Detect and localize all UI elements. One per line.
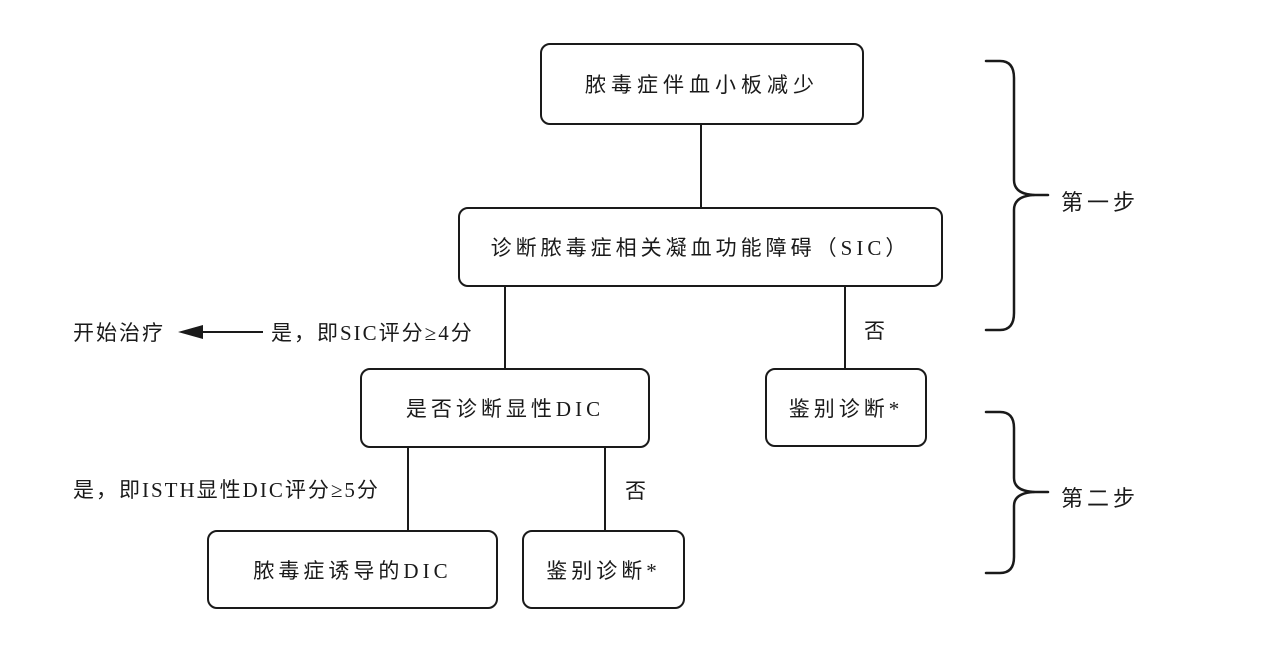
- node-sepsis-induced-dic: 脓毒症诱导的DIC: [207, 530, 498, 609]
- isth-yes-label: 是，即ISTH显性DIC评分≥5分: [73, 478, 380, 502]
- sic-no-label: 否: [864, 319, 887, 343]
- sic-yes-label: 是，即SIC评分≥4分: [271, 321, 474, 345]
- node-sepsis-thrombocytopenia: 脓毒症伴血小板减少: [540, 43, 864, 125]
- node-overt-dic-question: 是否诊断显性DIC: [360, 368, 650, 448]
- treatment-arrowhead-icon: [178, 325, 203, 339]
- node-differential-diagnosis-2: 鉴别诊断*: [522, 530, 685, 609]
- overt-dic-no-label: 否: [625, 479, 648, 503]
- node-diagnose-sic: 诊断脓毒症相关凝血功能障碍（SIC）: [458, 207, 943, 287]
- start-treatment-label: 开始治疗: [73, 321, 165, 345]
- step1-brace: [984, 59, 1036, 332]
- step1-label: 第一步: [1061, 190, 1140, 215]
- step2-brace: [984, 410, 1036, 575]
- node-differential-diagnosis-1: 鉴别诊断*: [765, 368, 927, 447]
- step2-label: 第二步: [1061, 486, 1140, 511]
